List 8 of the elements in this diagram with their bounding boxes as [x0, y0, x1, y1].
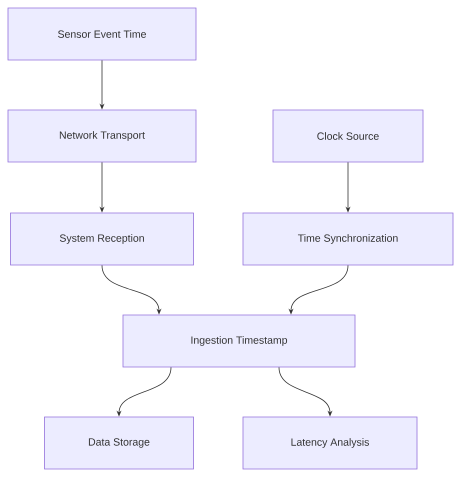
process-box: Time Synchronization	[242, 212, 454, 266]
process-box: Data Storage	[44, 416, 194, 470]
process-box: Latency Analysis	[242, 416, 418, 470]
process-box: System Reception	[10, 212, 194, 266]
process-box: Clock Source	[272, 110, 424, 162]
process-box: Network Transport	[8, 110, 196, 162]
process-box: Ingestion Timestamp	[122, 314, 356, 368]
process-box: Sensor Event Time	[8, 8, 196, 60]
